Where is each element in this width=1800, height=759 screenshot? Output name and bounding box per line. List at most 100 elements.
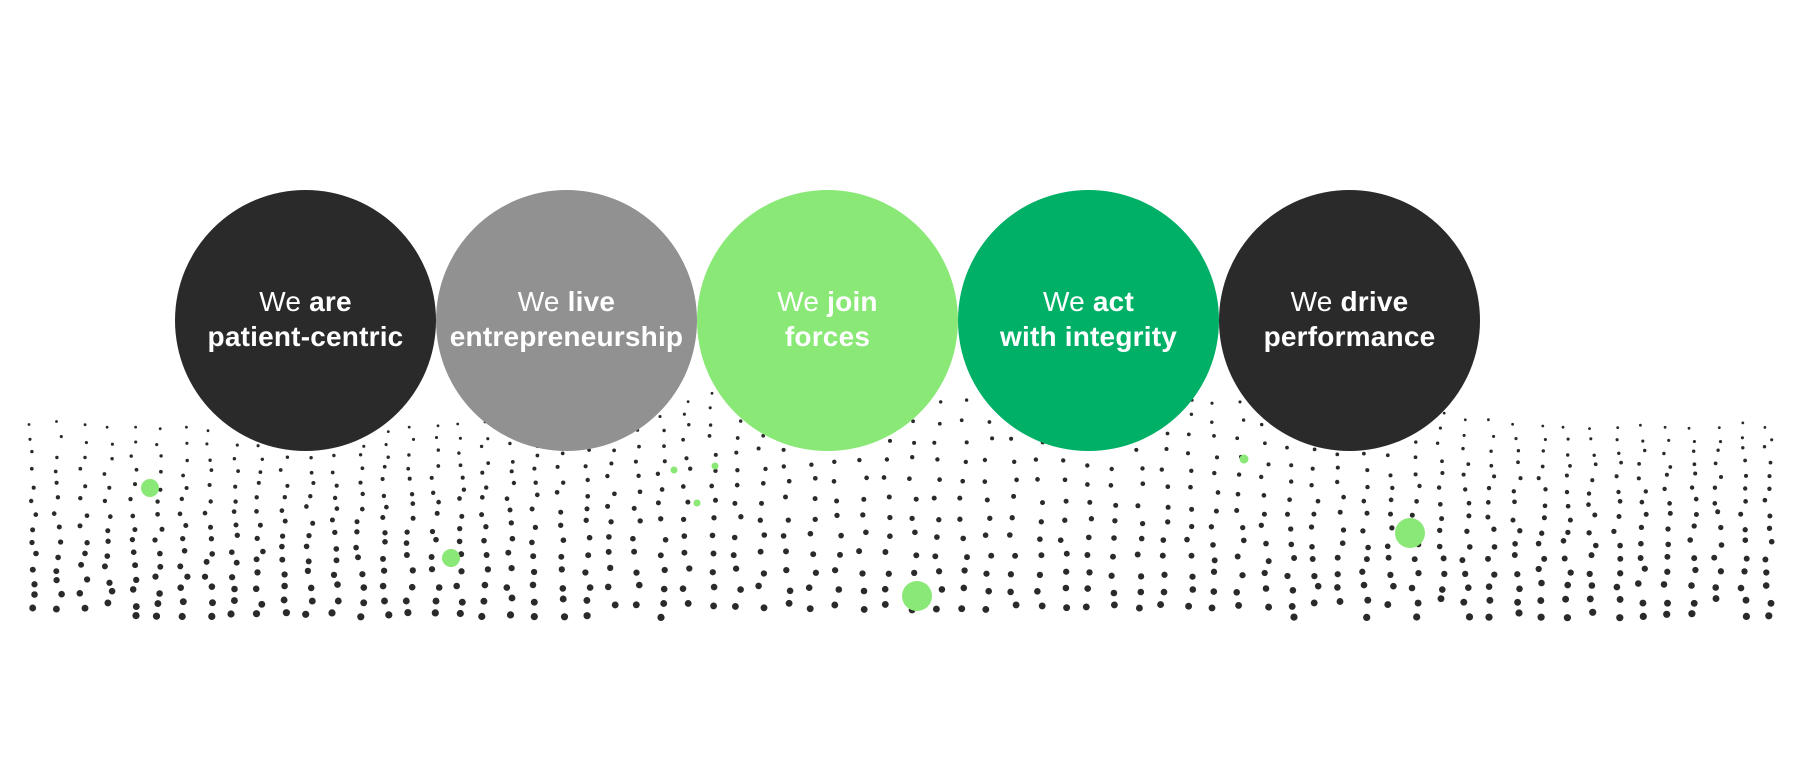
wave-dot xyxy=(961,567,968,574)
wave-dot xyxy=(233,499,238,504)
wave-dot xyxy=(1767,474,1772,479)
wave-dot xyxy=(561,480,566,485)
wave-dot xyxy=(486,461,491,465)
wave-dot xyxy=(1743,499,1748,504)
wave-dot xyxy=(1516,585,1523,593)
wave-dot xyxy=(207,482,212,488)
wave-dot xyxy=(1692,439,1696,444)
wave-dot xyxy=(960,584,968,592)
wave-dot xyxy=(1415,569,1422,577)
wave-dot xyxy=(1466,462,1471,466)
wave-dot xyxy=(582,569,589,576)
wave-dot xyxy=(1214,455,1220,460)
wave-dot xyxy=(457,496,462,501)
wave-dot xyxy=(832,459,837,464)
wave-dot xyxy=(1310,599,1318,607)
wave-dot xyxy=(756,446,761,451)
wave-dot xyxy=(1561,555,1568,562)
wave-dot xyxy=(206,429,210,433)
wave-dot xyxy=(132,603,140,611)
wave-dot xyxy=(637,518,643,524)
wave-dot xyxy=(83,455,87,460)
wave-dot xyxy=(407,476,412,481)
wave-dot xyxy=(812,516,818,523)
wave-dot xyxy=(380,567,388,574)
wave-dot xyxy=(1135,503,1141,509)
wave-dot xyxy=(1567,569,1574,576)
wave-dot xyxy=(636,581,643,589)
wave-dot xyxy=(105,538,111,544)
wave-dot xyxy=(1063,498,1069,504)
wave-dot xyxy=(1234,508,1240,513)
wave-dot xyxy=(461,487,467,492)
wave-dot xyxy=(208,499,213,504)
wave-dot xyxy=(55,420,58,423)
wave-dot xyxy=(1616,614,1624,622)
wave-dot xyxy=(554,489,560,495)
wave-dot xyxy=(201,573,209,580)
wave-dot xyxy=(1442,411,1446,415)
wave-dot xyxy=(1541,555,1548,562)
wave-dot xyxy=(511,480,517,486)
wave-dot xyxy=(1288,602,1296,610)
wave-dot xyxy=(234,532,240,538)
wave-dot xyxy=(483,524,489,530)
wave-dot xyxy=(158,427,162,431)
wave-dot xyxy=(1486,596,1494,604)
wave-dot xyxy=(233,559,240,566)
wave-dot xyxy=(731,602,739,610)
wave-dot xyxy=(257,522,263,528)
wave-dot xyxy=(1711,554,1718,561)
value-circle-patient-centric: We are patient-centric xyxy=(175,190,436,451)
wave-dot xyxy=(279,543,285,550)
wave-dot xyxy=(381,493,387,499)
wave-dot xyxy=(1541,424,1545,428)
wave-dot xyxy=(233,484,238,489)
wave-dot xyxy=(558,566,565,573)
wave-dot xyxy=(1360,581,1368,589)
wave-dot xyxy=(1189,412,1194,417)
wave-dot xyxy=(1113,502,1119,508)
wave-dot xyxy=(632,601,640,609)
value-prefix: We xyxy=(1043,286,1085,317)
wave-dot xyxy=(834,498,840,504)
wave-dot xyxy=(479,495,485,500)
wave-dot xyxy=(1239,572,1246,579)
wave-dot xyxy=(1189,586,1197,593)
wave-dot xyxy=(458,551,465,558)
wave-dot xyxy=(1712,501,1718,506)
wave-dot xyxy=(1384,543,1391,550)
wave-dot xyxy=(1486,485,1492,491)
wave-dot xyxy=(1413,613,1421,621)
wave-dot xyxy=(1742,596,1750,604)
wave-dot xyxy=(1611,528,1617,535)
wave-dot xyxy=(58,590,65,598)
wave-dot xyxy=(308,597,316,605)
wave-dot xyxy=(29,566,36,573)
wave-dot xyxy=(508,520,514,526)
wave-dot xyxy=(1290,613,1298,621)
wave-dot xyxy=(982,532,989,539)
wave-dot xyxy=(384,504,389,510)
wave-dot xyxy=(1363,556,1370,563)
wave-dot xyxy=(1564,581,1571,589)
wave-dot xyxy=(684,456,689,461)
wave-dot xyxy=(311,480,316,486)
wave-dot xyxy=(1743,473,1749,478)
wave-dot xyxy=(806,605,814,613)
wave-dot xyxy=(1667,510,1673,516)
wave-dot xyxy=(362,444,366,448)
wave-dot xyxy=(1364,510,1370,516)
wave-dot xyxy=(1038,519,1044,525)
wave-dot xyxy=(1009,515,1015,521)
wave-dot xyxy=(985,587,992,595)
wave-dot xyxy=(1643,511,1649,517)
wave-dot xyxy=(208,524,213,530)
wave-dot xyxy=(1514,437,1518,441)
wave-dot xyxy=(1160,588,1168,596)
value-text: We drive performance xyxy=(1264,284,1436,354)
wave-dot xyxy=(763,466,768,472)
wave-dot xyxy=(1314,582,1322,590)
wave-dot xyxy=(885,570,892,577)
wave-dot xyxy=(1763,569,1770,576)
